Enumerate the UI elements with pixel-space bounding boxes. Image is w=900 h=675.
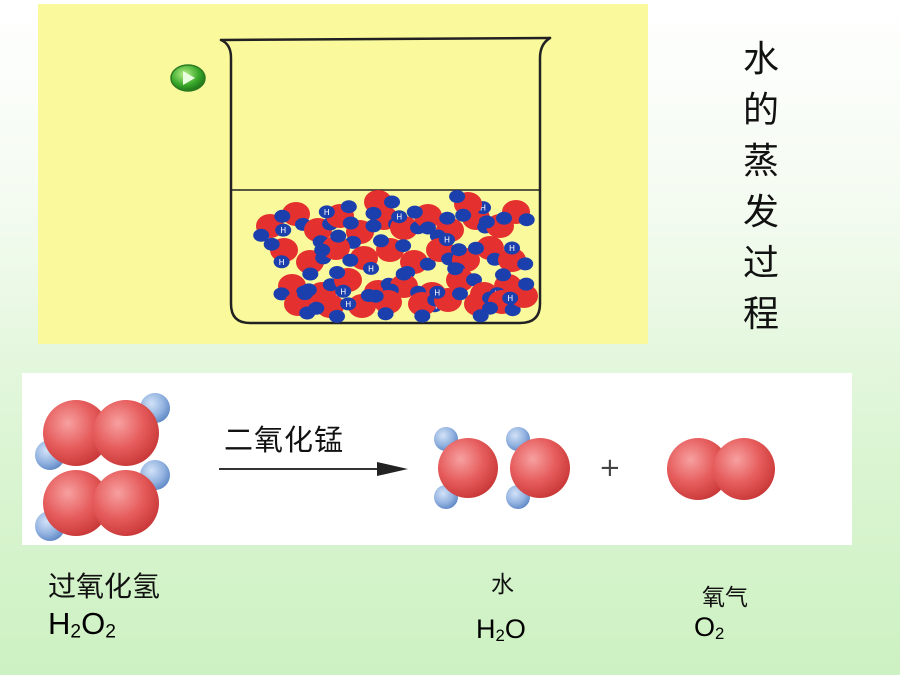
water-molecule: [496, 200, 535, 227]
play-icon[interactable]: [170, 64, 206, 92]
water-molecule: H: [429, 285, 468, 312]
water-molecules: HHHHHHHHHHHHHH: [253, 190, 538, 323]
oxygen-formula: O2: [694, 612, 725, 643]
water-molecule: H: [502, 277, 538, 308]
hydrogen-label: H: [279, 258, 285, 267]
hydrogen-label: H: [340, 287, 346, 296]
water-molecule: [367, 289, 402, 321]
reactant-formula: H2O2: [48, 606, 116, 643]
water-molecule: [364, 190, 400, 220]
reaction-arrow: [219, 462, 408, 476]
water-model-1: [434, 427, 498, 509]
hydrogen-label: H: [480, 204, 486, 213]
water-molecule: H: [498, 241, 534, 272]
page-title: 水的蒸发过程: [742, 39, 779, 335]
hydrogen-peroxide-model-2: [35, 460, 170, 541]
water-molecule: [406, 204, 442, 235]
water-molecule: [449, 190, 482, 222]
hydrogen-label: H: [345, 300, 351, 309]
hydrogen-label: H: [324, 208, 330, 217]
water-molecule: [373, 234, 412, 262]
beaker-outline: [219, 36, 552, 325]
hydrogen-peroxide-model-1: [35, 393, 170, 470]
hydrogen-label: H: [280, 226, 286, 235]
water-molecule: H: [329, 266, 362, 298]
water-molecule: H: [342, 246, 379, 275]
reaction-models: [35, 393, 775, 541]
water-molecule: [308, 294, 345, 323]
catalyst-label: 二氧化锰: [224, 423, 345, 457]
hydrogen-label: H: [368, 264, 374, 273]
beaker-panel: HHHHHHHHHHHHHH: [38, 4, 648, 344]
plus-sign: +: [599, 453, 621, 483]
water-molecule: H: [390, 210, 426, 240]
water-molecule: [446, 262, 482, 292]
water-molecule: [314, 229, 350, 260]
hydrogen-label: H: [396, 213, 402, 222]
hydrogen-label: H: [507, 294, 513, 303]
water-molecule: H: [263, 237, 298, 269]
reaction-panel: 二氧化锰 +: [22, 373, 852, 545]
reactant-name: 过氧化氢: [48, 570, 161, 603]
water-molecule: [296, 250, 332, 281]
oxygen-name: 氧气: [702, 585, 748, 611]
oxygen-model: [667, 438, 775, 500]
hydrogen-label: H: [434, 288, 440, 297]
water-name: 水: [491, 572, 514, 598]
hydrogen-label: H: [509, 244, 515, 253]
water-model-2: [506, 427, 570, 509]
beaker-illustration: HHHHHHHHHHHHHH: [170, 36, 552, 325]
water-molecule: [304, 217, 339, 249]
water-formula: H2O: [476, 614, 526, 645]
hydrogen-label: H: [444, 236, 450, 245]
